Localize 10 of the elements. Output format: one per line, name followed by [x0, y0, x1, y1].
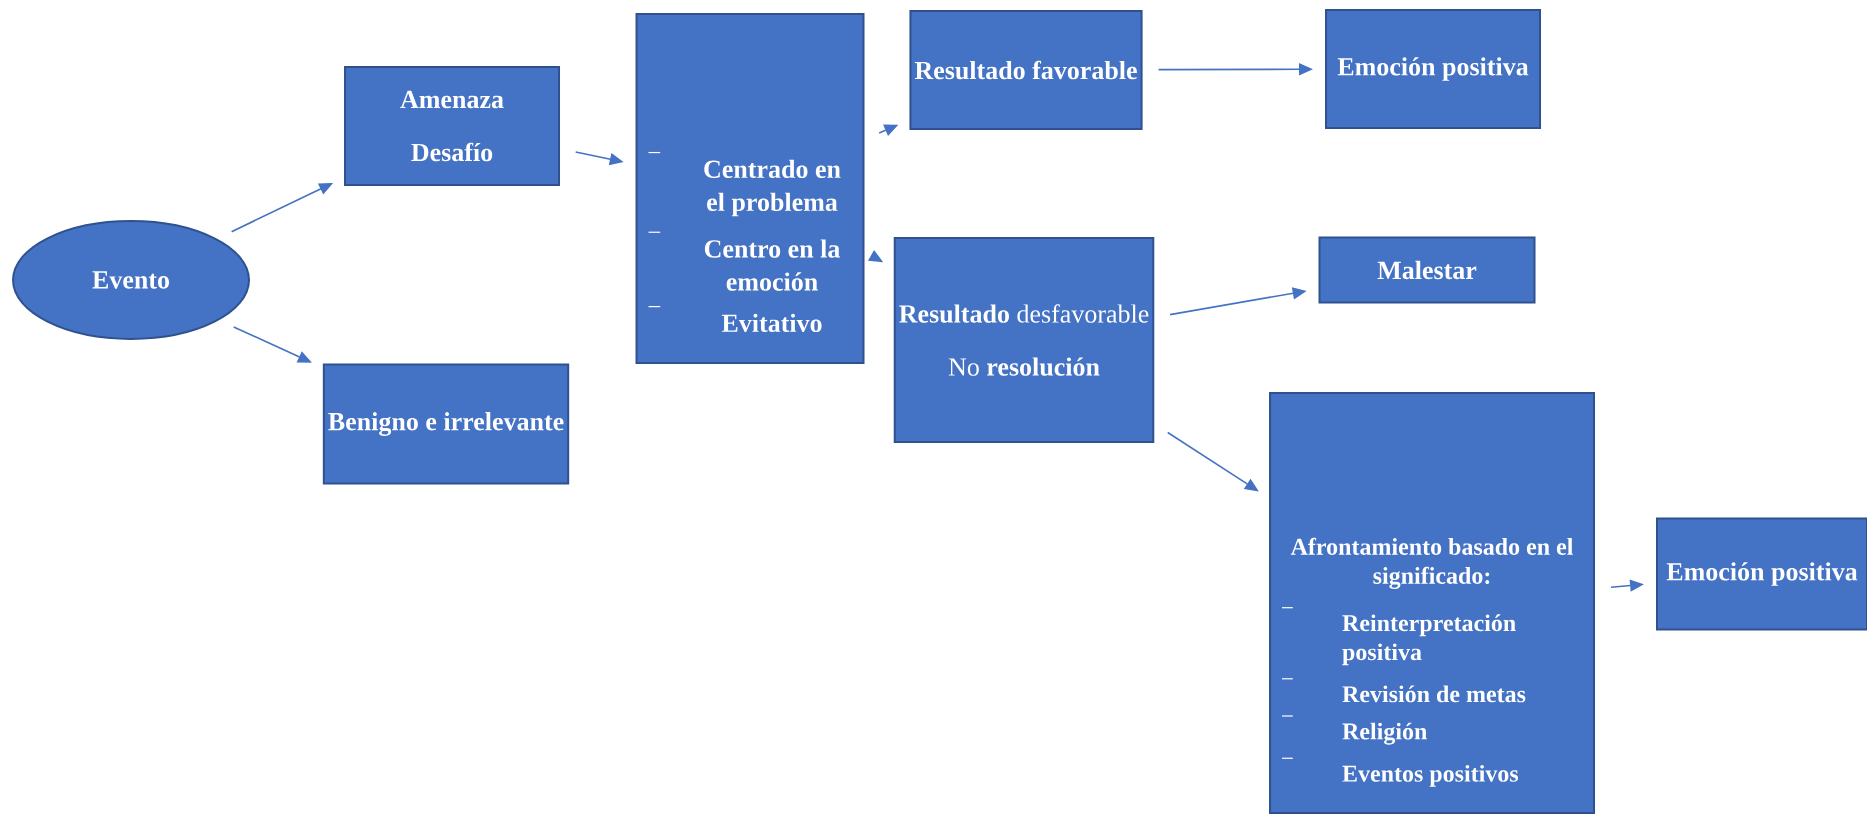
process-box: Malestar	[1318, 236, 1536, 304]
process-box: Benigno e irrelevante	[322, 363, 570, 485]
process-box: Emoción positiva	[1656, 517, 1867, 631]
process-box: Emoción positiva	[1325, 9, 1541, 129]
process-box: Resultado favorable	[909, 10, 1143, 130]
process-box: Resultado desfavorable No resolución	[893, 237, 1155, 443]
arrow	[1166, 431, 1259, 492]
list-box: Afrontamiento basado en el significado: Reinterpretación positiva Revisión de metas Religión Eventos positivos	[1269, 392, 1595, 814]
list-box: Centrado en el problema Centro en la emoción Evitativo	[635, 13, 865, 364]
process-box: Amenaza Desafío	[344, 66, 560, 186]
